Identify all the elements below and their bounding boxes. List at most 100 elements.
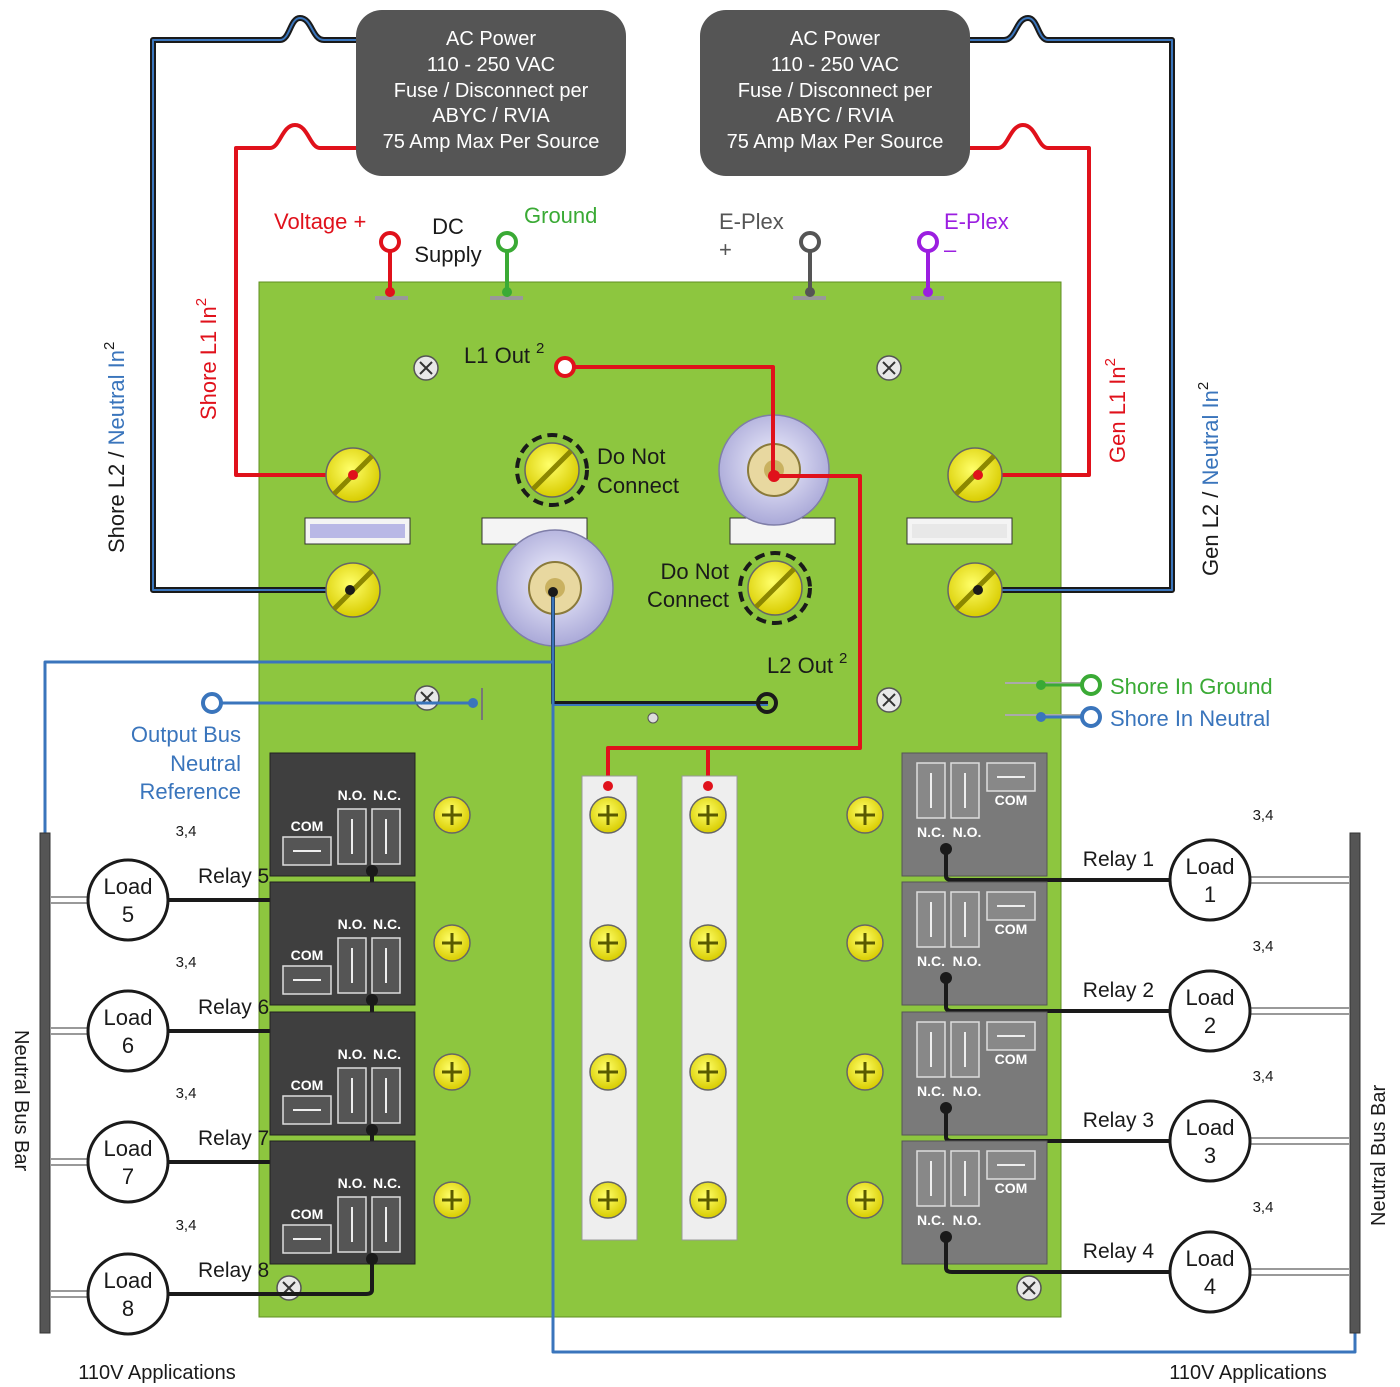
output-bus-label-2: Neutral [170, 751, 241, 776]
load-label: Load [104, 874, 153, 899]
load-circle [86, 989, 170, 1073]
load-label: Load [104, 1136, 153, 1161]
relay-nc-label: N.C. [917, 953, 945, 969]
power-box-line: AC Power [446, 28, 536, 50]
gen-l2-label: Gen L2 / Neutral In2 [1195, 382, 1223, 576]
dc-supply-label-2: Supply [414, 242, 481, 267]
relay-no-label: N.O. [953, 953, 982, 969]
shore-l2-label: Shore L2 / Neutral In2 [101, 342, 129, 553]
relay-nc-label: N.C. [917, 1083, 945, 1099]
load-label: Load [1186, 1115, 1235, 1140]
load-circle [86, 1252, 170, 1336]
footnote-label: 3,4 [1253, 1199, 1274, 1216]
power-box-line: 75 Amp Max Per Source [727, 131, 944, 153]
relay-nc-label: N.C. [917, 824, 945, 840]
footnote-label: 3,4 [176, 1217, 197, 1234]
relay-no-label: N.O. [338, 1046, 367, 1062]
footnote-label: 3,4 [176, 1085, 197, 1102]
do-not-connect-top-2: Connect [597, 473, 679, 498]
load-label: Load [1186, 1246, 1235, 1271]
load-number: 5 [122, 902, 134, 927]
relay-nc-label: N.C. [373, 787, 401, 803]
load-number: 4 [1204, 1274, 1216, 1299]
output-bus-label: Output Bus [131, 722, 241, 747]
relay-com-label: COM [291, 818, 324, 834]
relay-label: Relay 3 [1083, 1109, 1154, 1132]
voltage-plus-label: Voltage + [274, 209, 366, 234]
neutral-bus-bar-left-label: Neutral Bus Bar [10, 1030, 32, 1172]
relay-left: COM N.O. N.C. Load 7 Relay 7 3,4 [50, 1011, 416, 1204]
ground-label: Ground [524, 203, 597, 228]
load-circle [1168, 1230, 1252, 1314]
load-circle [86, 858, 170, 942]
power-box-right [700, 10, 970, 176]
power-box-line: Fuse / Disconnect per [394, 80, 589, 102]
power-box-line: Fuse / Disconnect per [738, 80, 933, 102]
footnote-label: 3,4 [1253, 1068, 1274, 1085]
eplex-plus-label: E-Plex [719, 209, 784, 234]
relay-no-label: N.O. [338, 916, 367, 932]
shore-in-ground-label: Shore In Ground [1110, 674, 1273, 699]
power-box-left [356, 10, 626, 176]
relay-label: Relay 2 [1083, 979, 1154, 1002]
load-number: 3 [1204, 1143, 1216, 1168]
load-number: 2 [1204, 1013, 1216, 1038]
dc-supply-label: DC [432, 214, 464, 239]
applications-right-label: 110V Applications [1169, 1362, 1327, 1384]
eplex-minus-label: E-Plex [944, 209, 1009, 234]
relay-no-label: N.O. [953, 1083, 982, 1099]
relay-nc-label: N.C. [917, 1212, 945, 1228]
relay-com-label: COM [995, 921, 1028, 937]
relay-no-label: N.O. [953, 824, 982, 840]
eplex-minus-sign: – [944, 237, 957, 262]
power-box-line: ABYC / RVIA [776, 105, 894, 127]
load-number: 1 [1204, 882, 1216, 907]
neutral-bus-bar-right-label: Neutral Bus Bar [1368, 1084, 1390, 1226]
load-number: 8 [122, 1296, 134, 1321]
relay-nc-label: N.C. [373, 1046, 401, 1062]
footnote-label: 3,4 [176, 954, 197, 971]
power-box-line: ABYC / RVIA [432, 105, 550, 127]
load-number: 7 [122, 1164, 134, 1189]
relay-label: Relay 8 [198, 1259, 269, 1282]
dc-terminals [375, 231, 944, 300]
load-circle [1168, 969, 1252, 1053]
shore-l1-label: Shore L1 In2 [193, 298, 221, 420]
applications-left-label: 110V Applications [78, 1362, 236, 1384]
footnote-label: 3,4 [1253, 807, 1274, 824]
relay-label: Relay 6 [198, 996, 269, 1019]
relay-com-label: COM [291, 1077, 324, 1093]
relay-right: COM N.C. N.O. Load 3 Relay 3 3,4 [901, 1011, 1350, 1183]
relay-nc-label: N.C. [373, 1175, 401, 1191]
do-not-connect-bottom-2: Connect [647, 587, 729, 612]
power-box-right-text: AC Power 110 - 250 VAC Fuse / Disconnect… [727, 28, 944, 153]
load-label: Load [1186, 854, 1235, 879]
output-bus-label-3: Reference [139, 779, 241, 804]
do-not-connect-top: Do Not [597, 444, 665, 469]
neutral-bus-bar-right [1349, 832, 1361, 1334]
do-not-connect-bottom: Do Not [661, 559, 729, 584]
footnote-label: 3,4 [1253, 938, 1274, 955]
power-box-line: 110 - 250 VAC [427, 54, 555, 76]
relay-com-label: COM [995, 1051, 1028, 1067]
neutral-bus-bar-left [39, 832, 51, 1334]
gen-l1-label: Gen L1 In2 [1102, 358, 1130, 463]
relay-label: Relay 7 [198, 1127, 269, 1150]
power-box-line: 110 - 250 VAC [771, 54, 899, 76]
load-number: 6 [122, 1033, 134, 1058]
relay-no-label: N.O. [338, 787, 367, 803]
relay-com-label: COM [291, 947, 324, 963]
power-box-line: 75 Amp Max Per Source [383, 131, 600, 153]
relay-com-label: COM [291, 1206, 324, 1222]
load-circle [86, 1120, 170, 1204]
footnote-label: 3,4 [176, 823, 197, 840]
shore-in-neutral-label: Shore In Neutral [1110, 706, 1270, 731]
power-box-left-text: AC Power 110 - 250 VAC Fuse / Disconnect… [383, 28, 600, 153]
